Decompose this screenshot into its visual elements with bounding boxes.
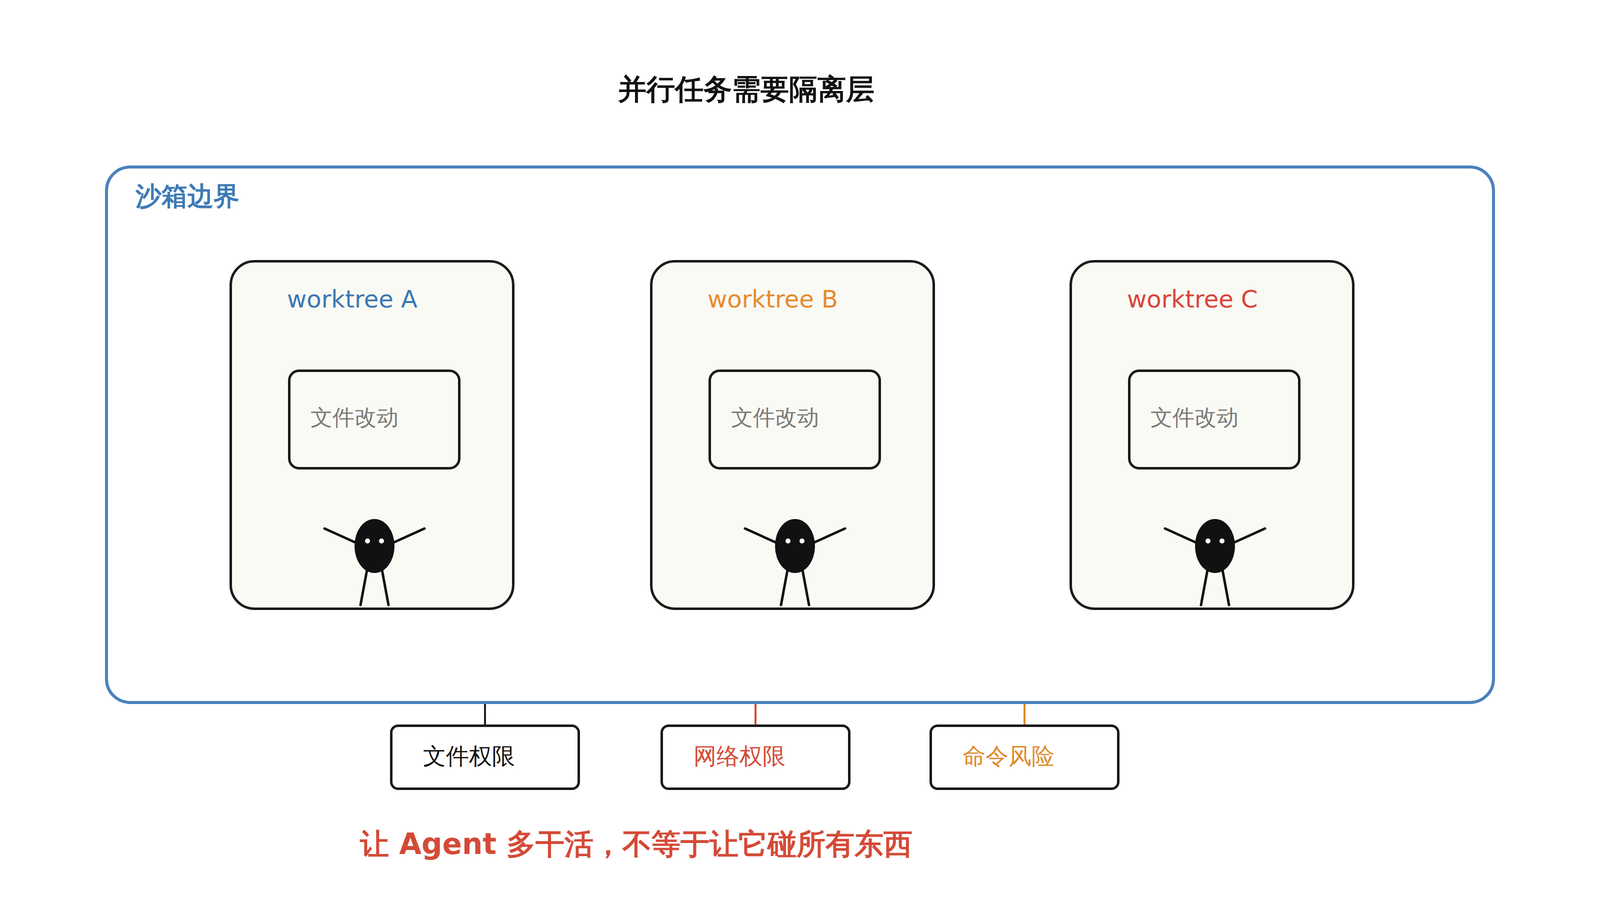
worktree-label: worktree B bbox=[707, 285, 838, 314]
control-label: 文件权限 bbox=[423, 742, 515, 770]
change-label: 文件改动 bbox=[731, 404, 819, 431]
change-box: 文件改动 bbox=[288, 369, 461, 470]
diagram-title: 并行任务需要隔离层 bbox=[618, 72, 875, 106]
change-box: 文件改动 bbox=[1128, 369, 1301, 470]
control-label: 命令风险 bbox=[962, 742, 1055, 770]
control-label: 网络权限 bbox=[693, 742, 786, 770]
connector-line bbox=[754, 704, 757, 725]
worktree-box: worktree A 文件改动 bbox=[229, 260, 515, 610]
worktree-box: worktree C 文件改动 bbox=[1069, 260, 1355, 610]
change-label: 文件改动 bbox=[1150, 404, 1239, 431]
change-label: 文件改动 bbox=[310, 404, 399, 431]
connector-line bbox=[1023, 704, 1026, 725]
connector-line bbox=[484, 704, 486, 725]
diagram-caption: 让 Agent 多干活，不等于让它碰所有东西 bbox=[360, 827, 913, 862]
worktree-label: worktree A bbox=[287, 285, 418, 314]
control-box: 命令风险 bbox=[929, 724, 1120, 790]
change-box: 文件改动 bbox=[708, 369, 881, 470]
boundary-label: 沙箱边界 bbox=[135, 180, 240, 212]
control-box: 网络权限 bbox=[660, 724, 851, 790]
worktree-label: worktree C bbox=[1127, 285, 1258, 314]
sandbox-boundary: 沙箱边界worktree A文件改动worktree B文件改动worktree… bbox=[105, 165, 1495, 704]
worktree-box: worktree B 文件改动 bbox=[650, 260, 935, 610]
control-box: 文件权限 bbox=[390, 724, 580, 790]
